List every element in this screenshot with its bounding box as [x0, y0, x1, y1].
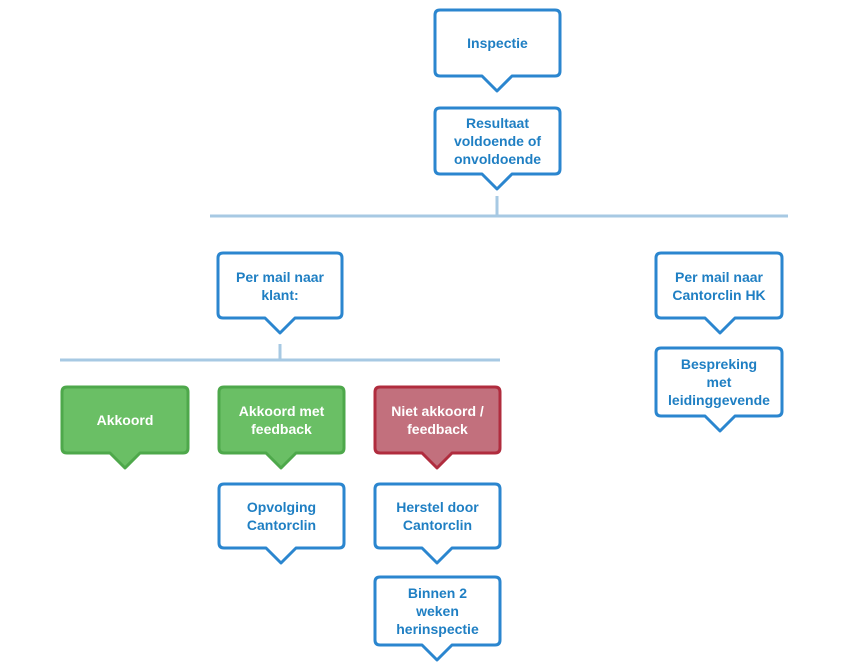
node-niet-akkoord: Niet akkoord / feedback: [391, 403, 484, 437]
bubble-mail-klant: [216, 251, 344, 335]
node-akkoord: Akkoord: [96, 412, 154, 428]
bubble-herinspectie: [373, 575, 502, 662]
node-mail-cantorclin: Per mail naar Cantorclin HK: [672, 268, 766, 303]
bubble-resultaat: [433, 106, 562, 191]
bubble-herstel: [373, 482, 502, 565]
bubble-akkoord: [60, 385, 190, 470]
node-mail-klant: Per mail naar klant:: [236, 268, 324, 303]
node-resultaat: Resultaat voldoende of onvoldoende: [453, 115, 542, 167]
bubble-mail-cantorclin: [654, 251, 784, 335]
bubble-inspectie: [433, 8, 562, 93]
bubble-bespreking: [654, 346, 784, 433]
bubble-opvolging: [217, 482, 346, 565]
bubble-niet-akkoord: [373, 385, 502, 470]
node-herinspectie: Binnen 2 weken herinspectie: [396, 585, 479, 637]
node-inspectie: Inspectie: [467, 35, 528, 51]
node-opvolging: Opvolging Cantorclin: [246, 499, 317, 533]
bubble-akkoord-feedback: [217, 385, 346, 470]
node-bespreking: Bespreking met leidinggevende: [668, 356, 770, 408]
node-akkoord-feedback: Akkoord met feedback: [238, 403, 325, 437]
node-herstel: Herstel door Cantorclin: [396, 499, 479, 533]
